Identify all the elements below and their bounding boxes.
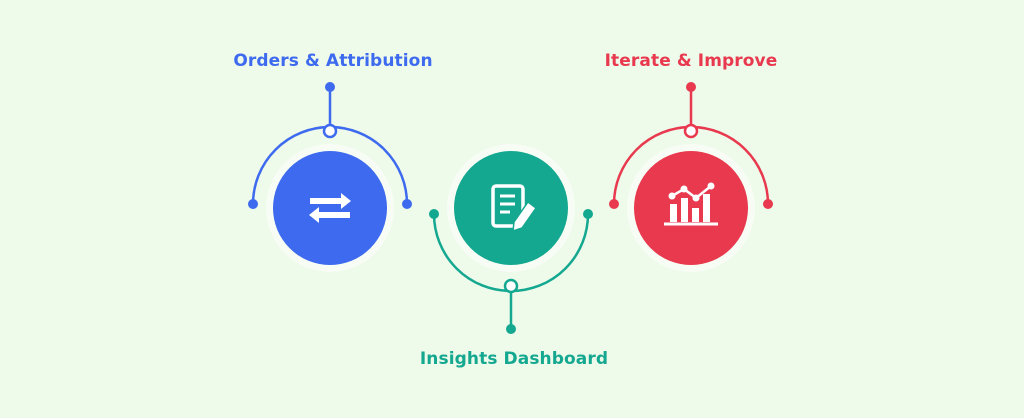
- orders-label: Orders & Attribution: [233, 51, 433, 71]
- orders-stem-dot: [325, 82, 335, 92]
- iterate-arc-dot-right: [763, 199, 773, 209]
- orders-arc-dot-right: [402, 199, 412, 209]
- orders-node: [248, 82, 412, 272]
- bar-chart-trend-icon: [664, 182, 718, 226]
- insights-circle: [454, 151, 568, 265]
- iterate-node: [609, 82, 773, 272]
- insights-stem-dot: [506, 324, 516, 334]
- iterate-stem-dot: [686, 82, 696, 92]
- document-edit-icon: [491, 184, 538, 233]
- iterate-junction-ring: [683, 123, 699, 139]
- swap-arrows-icon: [309, 193, 351, 223]
- iterate-arc-dot-left: [609, 199, 619, 209]
- orders-arc-dot-left: [248, 199, 258, 209]
- insights-arc-dot-left: [429, 209, 439, 219]
- orders-junction-ring: [322, 123, 338, 139]
- iterate-label: Iterate & Improve: [604, 51, 778, 71]
- iterate-circle: [634, 151, 748, 265]
- orders-circle: [273, 151, 387, 265]
- insights-node: [429, 144, 593, 334]
- insights-arc-dot-right: [583, 209, 593, 219]
- insights-label: Insights Dashboard: [419, 349, 609, 369]
- insights-junction-ring: [503, 278, 519, 294]
